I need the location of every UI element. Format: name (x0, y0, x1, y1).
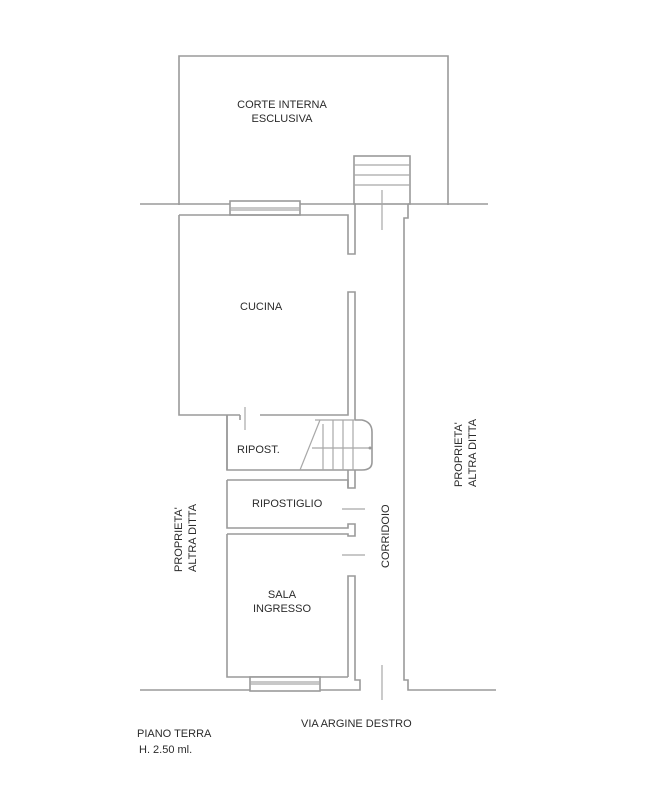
ripostiglio-walls (227, 479, 349, 488)
storage-small-label: RIPOST. (237, 444, 280, 456)
level-height: H. 2.50 ml. (139, 744, 193, 756)
courtyard-label: CORTE INTERNA ESCLUSIVA (237, 99, 327, 125)
street-label: VIA ARGINE DESTRO (301, 718, 412, 730)
kitchen-partition (260, 291, 356, 420)
storage-label: RIPOSTIGLIO (252, 498, 323, 510)
level-name: PIANO TERRA (137, 728, 212, 740)
corridor-right-wall (403, 204, 496, 691)
entrance-hall-label: SALA INGRESSO (252, 589, 312, 615)
kitchen-label: CUCINA (240, 301, 283, 313)
courtyard-boundary (178, 55, 449, 205)
kitchen-wall (178, 215, 240, 416)
kitchen-top-wall (179, 204, 356, 255)
corridor-label: CORRIDOIO (380, 504, 392, 568)
left-neighbor-label: PROPRIETA' ALTRA DITTA (173, 503, 199, 572)
right-neighbor-label: PROPRIETA' ALTRA DITTA (453, 418, 479, 487)
internal-staircase (299, 419, 373, 471)
outdoor-stairs (353, 155, 411, 230)
